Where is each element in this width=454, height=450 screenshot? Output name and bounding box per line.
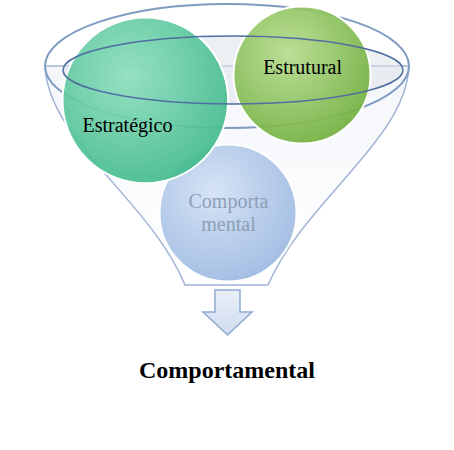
node-text: Estratégico	[82, 114, 173, 137]
down-arrow	[203, 290, 252, 335]
result-label: Comportamental	[139, 357, 315, 384]
circle-fill	[62, 17, 228, 183]
node-text: Estrutural	[263, 56, 343, 79]
circle-fill	[160, 145, 297, 282]
node-text: Comporta mental	[188, 190, 269, 236]
circle-fill	[234, 7, 371, 144]
circle-node: Estratégico	[61, 16, 230, 185]
circle-node: Estrutural	[232, 5, 372, 145]
circle-shape	[61, 16, 230, 185]
